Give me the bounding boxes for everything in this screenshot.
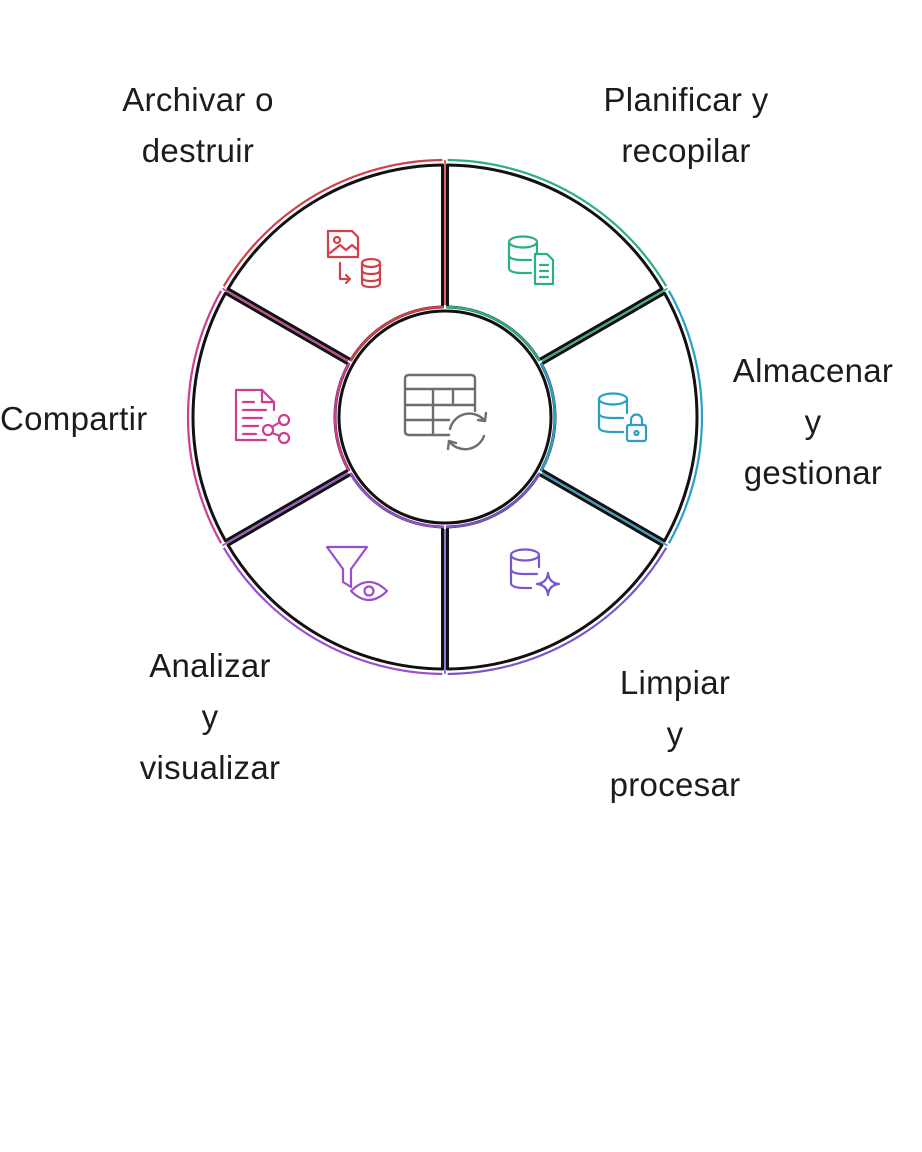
label-line: Analizar bbox=[149, 647, 271, 684]
label-line: Archivar o bbox=[122, 81, 274, 118]
stage-label-store: Almacenar y gestionar bbox=[704, 345, 922, 498]
segments bbox=[191, 163, 699, 671]
inner-arc-archive bbox=[349, 305, 445, 362]
label-line: y bbox=[666, 715, 684, 752]
database-document-icon bbox=[507, 235, 555, 286]
stage-label-plan: Planificar y recopilar bbox=[567, 74, 805, 176]
label-line: recopilar bbox=[621, 132, 751, 169]
table-sync-icon bbox=[403, 373, 488, 451]
label-line: Almacenar bbox=[732, 352, 894, 389]
inner-arc-store bbox=[539, 362, 557, 472]
label-line: Compartir bbox=[0, 400, 148, 437]
label-line: y bbox=[201, 698, 219, 735]
label-line: destruir bbox=[141, 132, 255, 169]
outer-arc-plan bbox=[447, 158, 668, 287]
outer-arc-store bbox=[667, 290, 704, 544]
inner-arc-analyze bbox=[349, 472, 445, 529]
outer-arc-archive bbox=[222, 158, 443, 287]
document-share-icon bbox=[234, 388, 291, 445]
divider-archive bbox=[222, 287, 349, 362]
filter-eye-icon bbox=[325, 545, 389, 602]
divider-clean bbox=[541, 472, 668, 547]
stage-label-analyze: Analizar y visualizar bbox=[100, 640, 320, 793]
stage-label-share: Compartir bbox=[0, 393, 190, 444]
stage-label-archive: Archivar o destruir bbox=[78, 74, 318, 176]
divider-store bbox=[541, 287, 668, 362]
hub-circle bbox=[337, 309, 553, 525]
database-sparkle-icon bbox=[509, 548, 561, 597]
outer-ring bbox=[186, 158, 704, 676]
stage-label-clean: Limpiar y procesar bbox=[565, 657, 785, 810]
label-line: gestionar bbox=[743, 454, 883, 491]
inner-arc-clean bbox=[445, 472, 541, 529]
label-line: Planificar y bbox=[603, 81, 769, 118]
label-line: visualizar bbox=[139, 749, 281, 786]
image-to-database-icon bbox=[326, 229, 382, 289]
divider-share bbox=[222, 472, 349, 547]
label-line: Limpiar bbox=[619, 664, 731, 701]
outer-arc-share bbox=[186, 290, 223, 544]
database-lock-icon bbox=[597, 392, 648, 443]
inner-arc-share bbox=[333, 362, 351, 472]
label-line: procesar bbox=[609, 766, 741, 803]
label-line: y bbox=[804, 403, 822, 440]
outer-arc-clean bbox=[447, 547, 668, 676]
inner-arc-plan bbox=[445, 305, 541, 362]
outer-arc-analyze bbox=[222, 547, 443, 676]
